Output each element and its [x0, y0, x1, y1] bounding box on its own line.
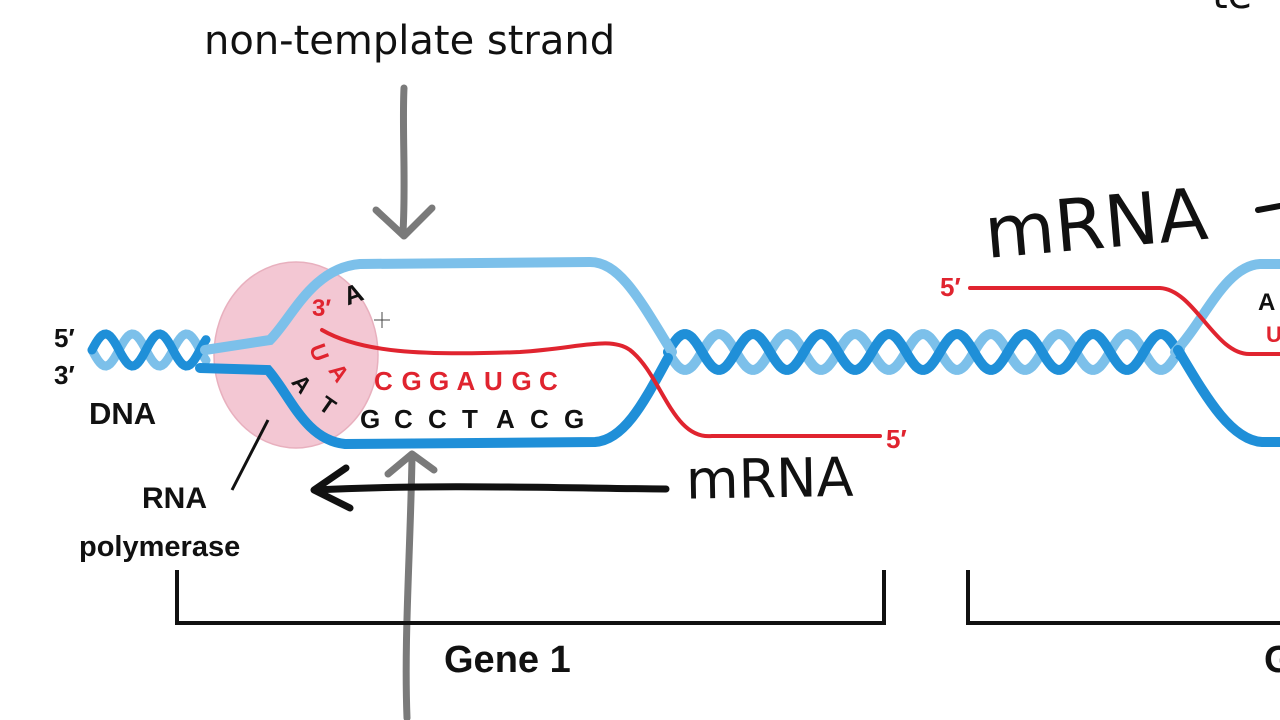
arrow-to-template — [384, 450, 438, 720]
rna-polymerase-blob — [213, 261, 379, 449]
mrna-base-letter: A — [457, 366, 476, 396]
template-base-letter: G — [564, 404, 584, 434]
gene2-label-partial: G — [1264, 639, 1280, 681]
synthesis-direction-arrow — [310, 464, 670, 512]
right-partial-u: U — [1266, 322, 1280, 347]
cursor-crosshair-icon — [374, 312, 390, 328]
mrna-base-letter: G — [429, 366, 449, 396]
mrna-base-letter: C — [374, 366, 393, 396]
mrna-base-letter: U — [484, 366, 503, 396]
handwritten-mrna-top: mRNA — [981, 172, 1211, 275]
template-base-letter: C — [428, 404, 447, 434]
dna-helix-right — [968, 259, 1280, 447]
arrow-to-nontemplate — [372, 84, 436, 240]
mrna-base-letter: G — [512, 366, 532, 396]
gene1-bracket — [175, 570, 886, 625]
mrna-five-prime-label: 5′ — [886, 424, 907, 454]
template-base-letter: G — [360, 404, 380, 434]
template-strand — [195, 353, 673, 450]
gene1-label: Gene 1 — [444, 639, 571, 681]
mrna-base-letter: C — [539, 366, 558, 396]
dna-helix-left — [87, 329, 211, 371]
right-light-strand — [1170, 259, 1280, 357]
non-template-strand — [200, 256, 677, 357]
template-base-letter: A — [496, 404, 515, 434]
mrna-base-letter: G — [402, 366, 422, 396]
rna-label: RNA — [142, 482, 207, 515]
rna-three-prime-label: 3′ — [312, 295, 331, 322]
five-prime-left-label: 5′ — [54, 323, 75, 353]
dna-label: DNA — [89, 396, 156, 431]
template-base-letter: C — [394, 404, 413, 434]
three-prime-left-label: 3′ — [54, 360, 75, 390]
right-dark-strand — [1173, 345, 1280, 447]
right-mrna-strand — [968, 286, 1280, 357]
annotation-heading: non-template strand — [204, 18, 615, 64]
polymerase-pointer-line — [230, 419, 270, 491]
handwritten-mrna-bottom: mRNA — [685, 446, 854, 512]
five-prime-right-label: 5′ — [940, 272, 961, 302]
handwritten-dash — [1255, 203, 1280, 213]
mrna-strand — [320, 328, 882, 439]
right-partial-a: A — [1258, 289, 1275, 316]
dna-helix-middle — [663, 329, 1185, 375]
template-base-letter: C — [530, 404, 549, 434]
gene2-bracket — [966, 570, 1280, 625]
polymerase-label: polymerase — [79, 531, 240, 563]
annotation-heading-partial: te — [1212, 0, 1252, 18]
template-base-letter: T — [462, 404, 478, 434]
